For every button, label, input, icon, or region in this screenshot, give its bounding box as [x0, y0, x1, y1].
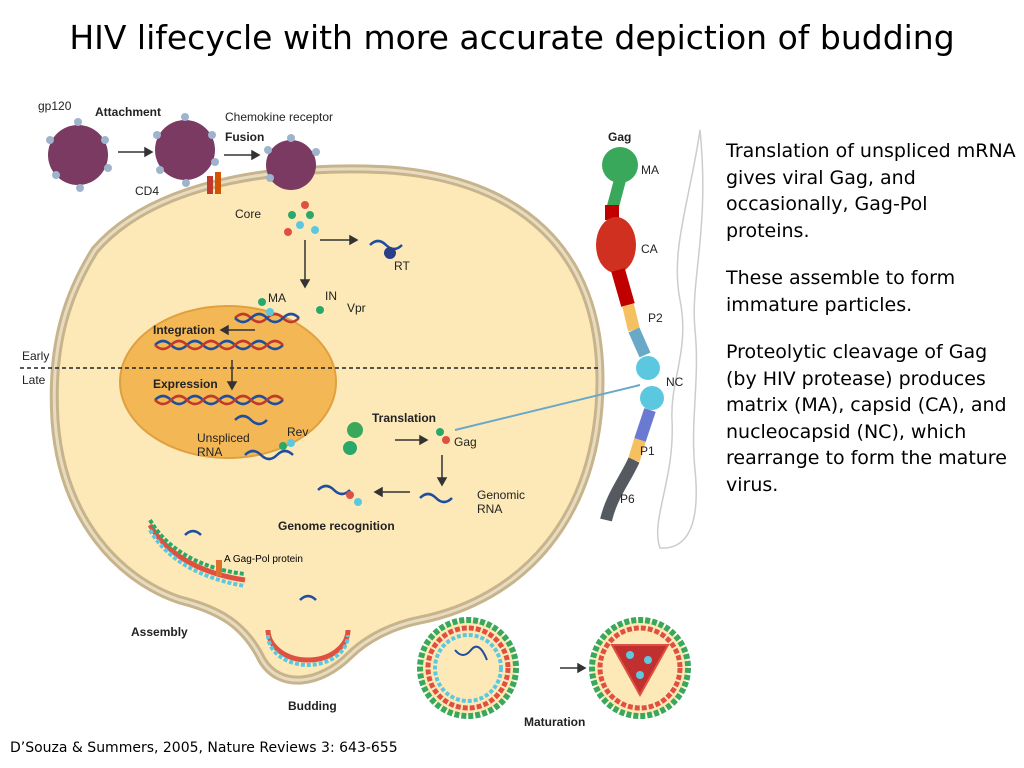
- ca-label: CA: [641, 242, 658, 256]
- gag-small-label: Gag: [454, 435, 477, 449]
- genomic-label-2: RNA: [477, 502, 502, 516]
- p1-label: P1: [640, 444, 655, 458]
- protein-dots: [258, 201, 450, 506]
- gag-pol-marker: [216, 560, 222, 576]
- unspliced-label-1: Unspliced: [197, 431, 250, 445]
- genome-recognition-label: Genome recognition: [278, 519, 395, 533]
- gag-connector-line: [454, 384, 641, 431]
- budding-label: Budding: [288, 699, 337, 713]
- attachment-label: Attachment: [95, 105, 161, 119]
- vpr-label: Vpr: [347, 301, 366, 315]
- immature-particle: [417, 617, 519, 719]
- gp120-label: gp120: [38, 99, 72, 113]
- in-label: IN: [325, 289, 337, 303]
- explanation-paragraph-2: These assemble to form immature particle…: [726, 267, 956, 316]
- core-label: Core: [235, 207, 261, 221]
- fusion-label: Fusion: [225, 130, 264, 144]
- gag-protein-schematic: Gag MA CA P2 NC P1 P6: [596, 129, 704, 549]
- explanation-paragraph-1: Translation of unspliced mRNA gives vira…: [726, 140, 1016, 242]
- early-label: Early: [22, 349, 49, 363]
- citation: D’Souza & Summers, 2005, Nature Reviews …: [10, 740, 398, 756]
- translation-label: Translation: [372, 411, 436, 425]
- genomic-label-1: Genomic: [477, 488, 525, 502]
- cd4-receptor: [207, 176, 213, 194]
- p2-label: P2: [648, 311, 663, 325]
- rev-label: Rev: [287, 425, 308, 439]
- integration-label: Integration: [153, 323, 215, 337]
- p6-label: P6: [620, 492, 635, 506]
- explanation-text: Translation of unspliced mRNA gives vira…: [726, 138, 1016, 519]
- late-label: Late: [22, 373, 46, 387]
- ma-cell-label: MA: [268, 291, 286, 305]
- explanation-paragraph-3: Proteolytic cleavage of Gag (by HIV prot…: [726, 341, 1007, 496]
- cd4-label: CD4: [135, 184, 159, 198]
- rt-label: RT: [394, 259, 410, 273]
- assembly-label: Assembly: [131, 625, 188, 639]
- gag-label: Gag: [608, 130, 631, 144]
- virion-particles: [46, 113, 320, 192]
- maturation-label: Maturation: [524, 715, 585, 729]
- nucleic-acid-strands: [154, 239, 453, 601]
- ma-label: MA: [641, 163, 659, 177]
- nc-label: NC: [666, 375, 684, 389]
- unspliced-label-2: RNA: [197, 445, 222, 459]
- mature-particle: [589, 617, 691, 719]
- chemokine-label: Chemokine receptor: [225, 110, 333, 124]
- slide-title: HIV lifecycle with more accurate depicti…: [69, 18, 955, 57]
- gag-pol-label: A Gag-Pol protein: [224, 554, 303, 565]
- expression-label: Expression: [153, 377, 218, 391]
- cell-membrane: [49, 164, 605, 685]
